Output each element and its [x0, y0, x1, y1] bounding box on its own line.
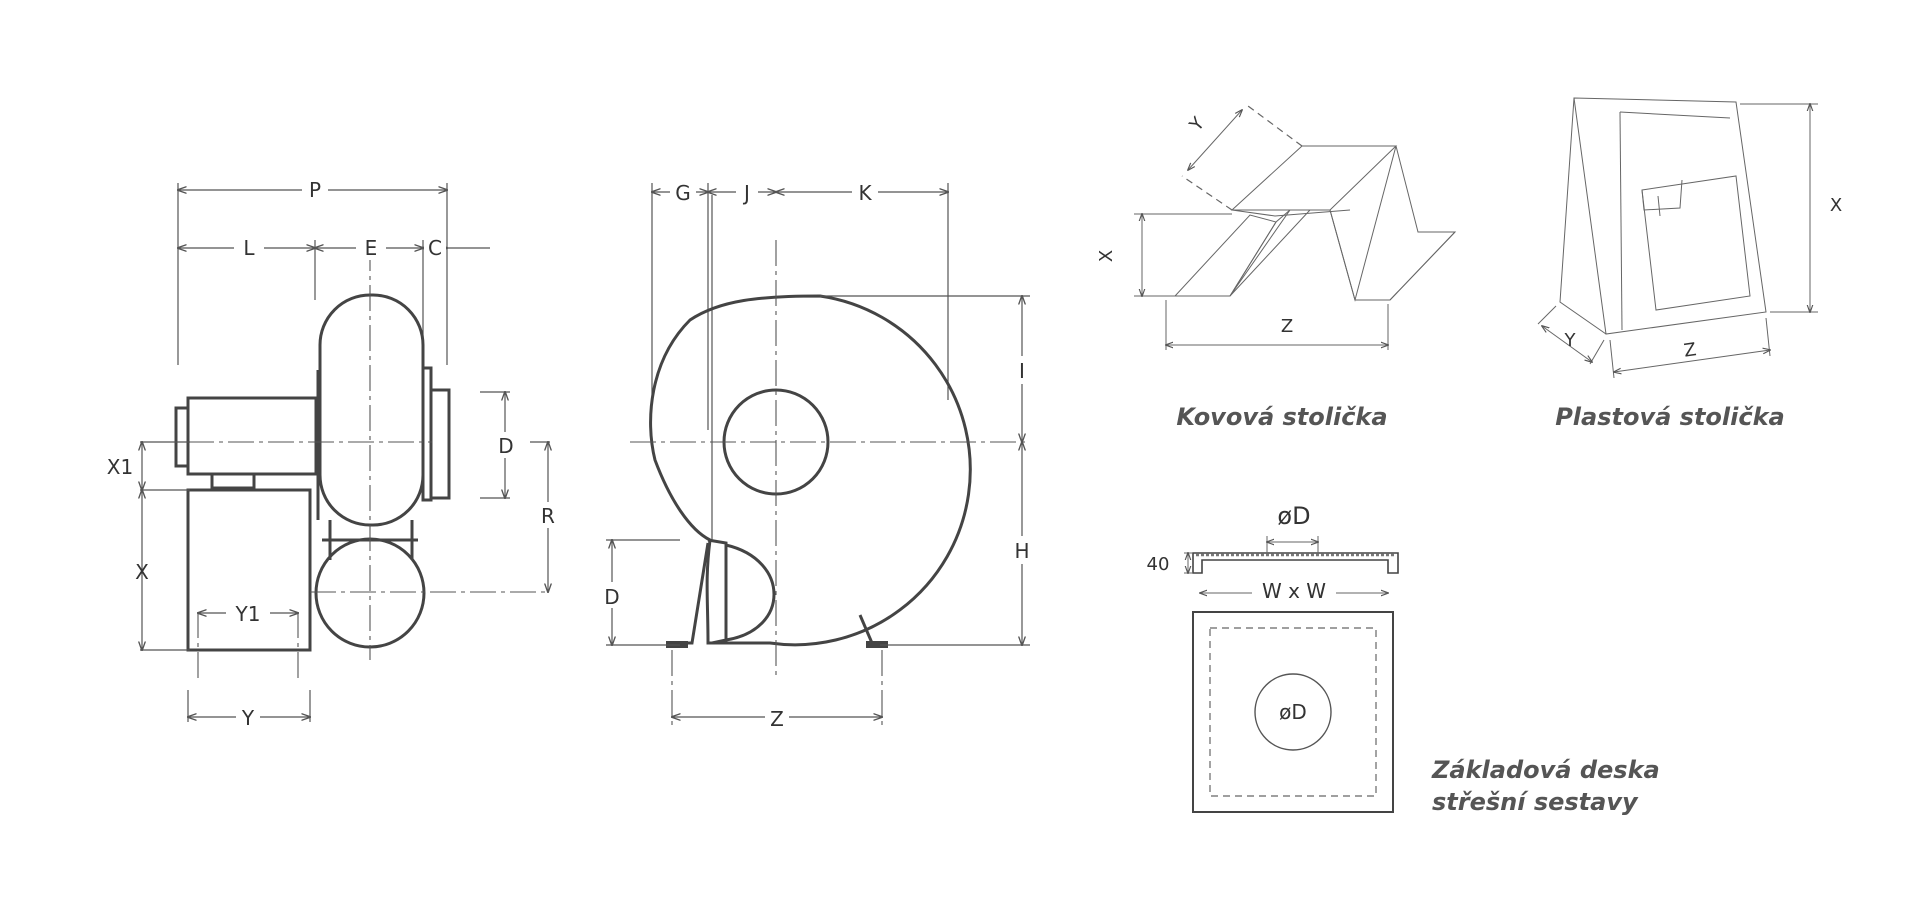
dim-label-j: J: [742, 181, 750, 205]
dim-label-y: Y: [241, 706, 255, 730]
base-plate: øD 40 W x W øD Základová deska střešní s…: [1147, 502, 1660, 816]
dim-label-e: E: [365, 236, 378, 260]
side-view: P L E C D R X1 X Y1 Y: [107, 176, 560, 730]
dim-label-k: K: [858, 181, 872, 205]
metal-stand-x-label: X: [1096, 250, 1117, 262]
dim-label-g: G: [675, 181, 691, 205]
plastic-stand: X Y Z Plastová stolička: [1537, 97, 1842, 431]
base-plate-caption-line1: Základová deska: [1431, 756, 1660, 784]
plastic-stand-x-label: X: [1830, 195, 1842, 216]
dim-label-r: R: [541, 504, 555, 528]
dim-label-c: C: [428, 236, 442, 260]
dim-label-l: L: [243, 236, 255, 260]
dim-label-z: Z: [770, 707, 784, 731]
dim-label-p: P: [309, 178, 321, 202]
metal-stand: Y X Z Kovová stolička: [1096, 105, 1457, 431]
dim-label-d-side: D: [498, 434, 513, 458]
front-view: G J K I H D Z: [600, 178, 1034, 731]
metal-stand-y-label: Y: [1185, 113, 1209, 136]
plastic-stand-y-label: Y: [1564, 330, 1577, 351]
dim-label-i: I: [1019, 359, 1025, 383]
dim-label-x1: X1: [107, 455, 133, 479]
base-plate-caption-line2: střešní sestavy: [1432, 788, 1639, 816]
dim-label-y1: Y1: [235, 602, 261, 626]
metal-stand-caption: Kovová stolička: [1176, 403, 1387, 431]
base-plate-height: 40: [1147, 554, 1170, 575]
dim-label-h: H: [1014, 539, 1029, 563]
base-plate-dia-top: øD: [1277, 502, 1310, 530]
base-plate-width: W x W: [1262, 579, 1326, 603]
metal-stand-z-label: Z: [1281, 316, 1293, 337]
plastic-stand-z-label: Z: [1682, 339, 1697, 362]
dim-label-x: X: [135, 560, 149, 584]
dim-label-d-front: D: [604, 585, 619, 609]
base-plate-dia-center: øD: [1279, 700, 1307, 724]
plastic-stand-caption: Plastová stolička: [1555, 403, 1785, 431]
